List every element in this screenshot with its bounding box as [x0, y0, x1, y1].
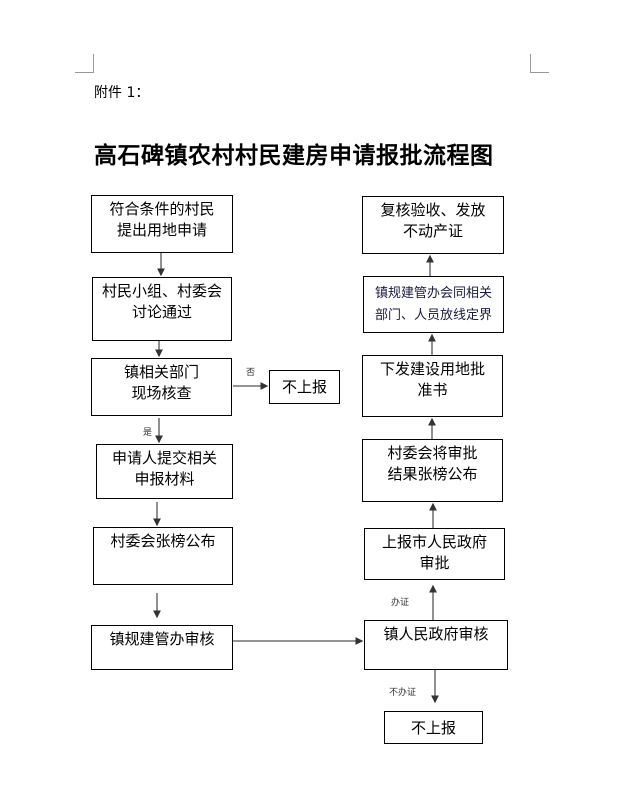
- page-corner-mark-left: [75, 54, 94, 73]
- flow-step-final-certificate: 复核验收、发放不动产证: [362, 196, 504, 254]
- document-title: 高石碑镇农村村民建房申请报批流程图: [94, 142, 494, 169]
- label-no-issue: 不办证: [389, 688, 417, 698]
- flow-step-city-approval: 上报市人民政府审批: [364, 528, 505, 580]
- flow-step-issue-permit: 下发建设用地批准书: [362, 355, 503, 417]
- attachment-label: 附件 1：: [94, 85, 150, 101]
- flow-step-planning-review: 镇规建管办审核: [91, 625, 233, 670]
- flow-step-village-discussion: 村民小组、村委会讨论通过: [92, 277, 232, 341]
- label-yes: 是: [143, 428, 153, 438]
- flow-step-reject-1: 不上报: [269, 370, 340, 404]
- label-issue: 办证: [391, 598, 410, 608]
- page-corner-mark-right: [530, 54, 549, 73]
- flow-step-boundary-marking: 镇规建管办会同相关部门、人员放线定界: [363, 276, 504, 333]
- flow-step-village-publish: 村委会张榜公布: [93, 527, 233, 585]
- label-no: 否: [246, 368, 256, 378]
- flow-step-reject-2: 不上报: [384, 711, 483, 744]
- flow-step-town-review: 镇人民政府审核: [364, 620, 508, 670]
- flow-step-submit-materials: 申请人提交相关申报材料: [96, 444, 233, 499]
- flow-step-publish-result: 村委会将审批结果张榜公布: [362, 439, 503, 502]
- flow-step-apply: 符合条件的村民提出用地申请: [91, 195, 233, 253]
- flow-step-site-check: 镇相关部门现场核查: [91, 358, 232, 416]
